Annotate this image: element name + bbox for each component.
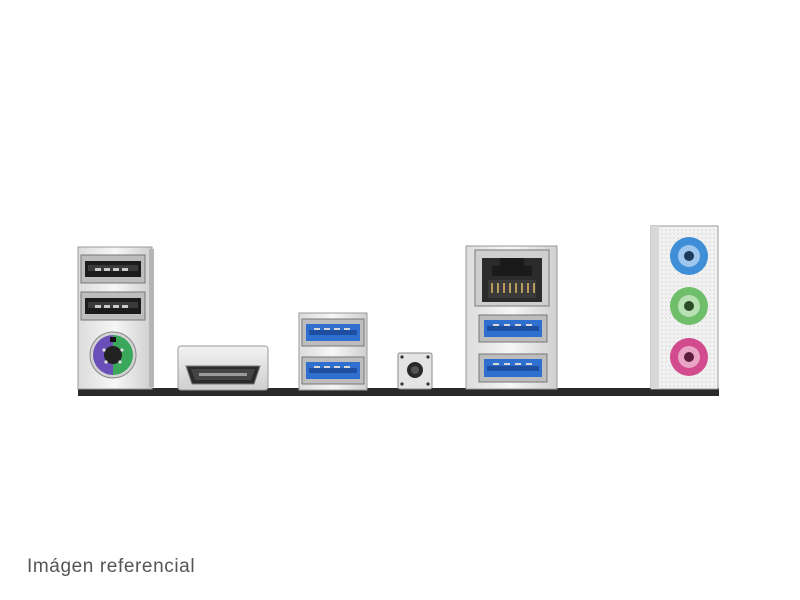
audio-stack (650, 225, 719, 390)
pcb-edge (78, 388, 719, 396)
caption-text: Imágen referencial (27, 556, 196, 577)
ps2-port-icon[interactable] (89, 331, 137, 379)
usb2-ps2-stack (77, 246, 154, 390)
usb2-port-icon[interactable] (80, 291, 146, 321)
audio-jack-icon[interactable] (670, 287, 708, 325)
usb3-port-icon[interactable] (478, 314, 548, 343)
audio-jack-icon[interactable] (670, 237, 708, 275)
usb2-port-icon[interactable] (80, 254, 146, 284)
usb3-port-icon[interactable] (478, 353, 548, 383)
lan-usb3-stack (465, 245, 558, 390)
usb3-port-icon[interactable] (301, 356, 365, 385)
usb3-port-icon[interactable] (301, 318, 365, 347)
hdmi-port-icon[interactable] (177, 345, 269, 391)
clear-cmos-button-icon[interactable] (397, 352, 433, 390)
audio-jack-icon[interactable] (670, 338, 708, 376)
usb3-stack (298, 312, 368, 391)
rj45-lan-port-icon[interactable] (474, 249, 550, 307)
